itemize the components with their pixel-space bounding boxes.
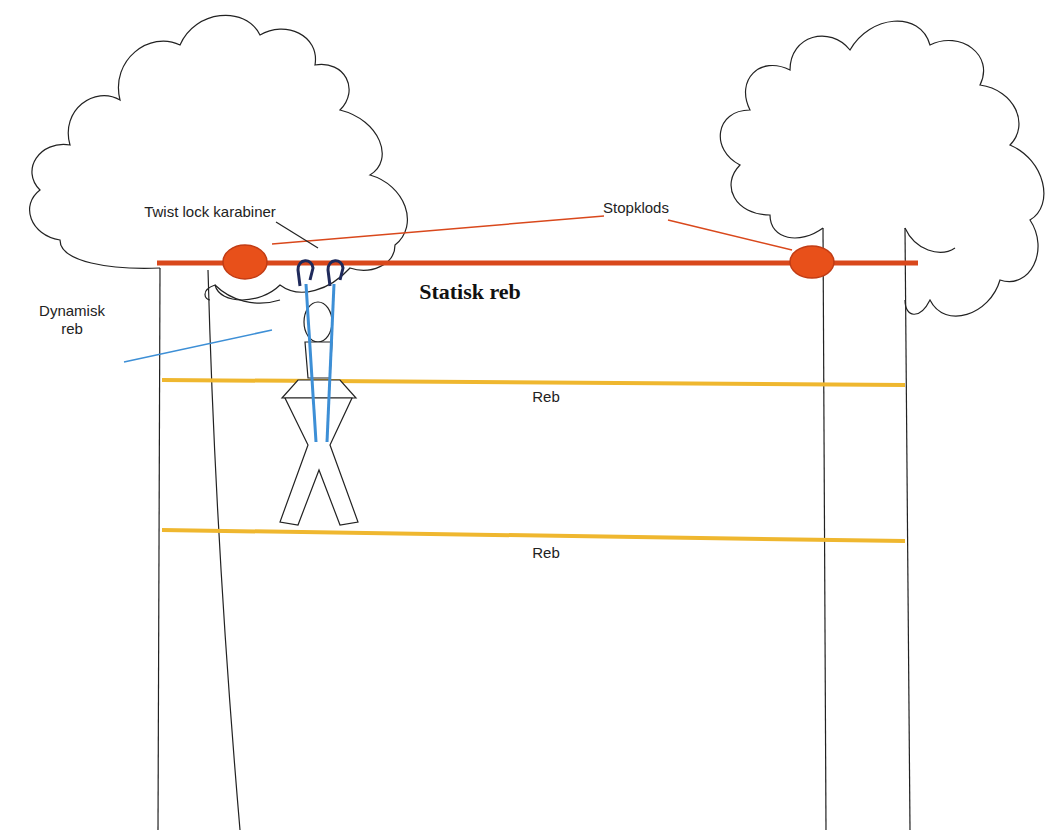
leader-line (272, 216, 604, 244)
tree-canopy-lobe (905, 228, 955, 252)
tree-canopy (30, 15, 408, 300)
tree-trunk (158, 268, 160, 830)
tree-trunk (208, 270, 240, 830)
part-label: Stopklods (603, 199, 669, 217)
dynamic-rope (327, 284, 334, 442)
tree-trunk (823, 228, 826, 830)
leader-line (124, 330, 272, 362)
stop-block (790, 246, 834, 278)
stop-block (223, 245, 267, 279)
leader-line (276, 222, 318, 248)
part-label: Dynamisk reb (32, 302, 112, 338)
part-label: Statisk reb (419, 279, 521, 305)
person (280, 302, 358, 525)
leader-line (668, 220, 792, 250)
tree-canopy-lobe (215, 285, 280, 303)
carabiner (298, 261, 343, 286)
rope (162, 530, 905, 541)
dynamic-rope (306, 284, 316, 442)
tree-canopy (720, 21, 1044, 316)
rope (162, 380, 905, 385)
part-label: Twist lock karabiner (144, 203, 276, 221)
tree-trunk (905, 228, 910, 830)
part-label: Reb (532, 544, 560, 562)
part-label: Reb (532, 388, 560, 406)
